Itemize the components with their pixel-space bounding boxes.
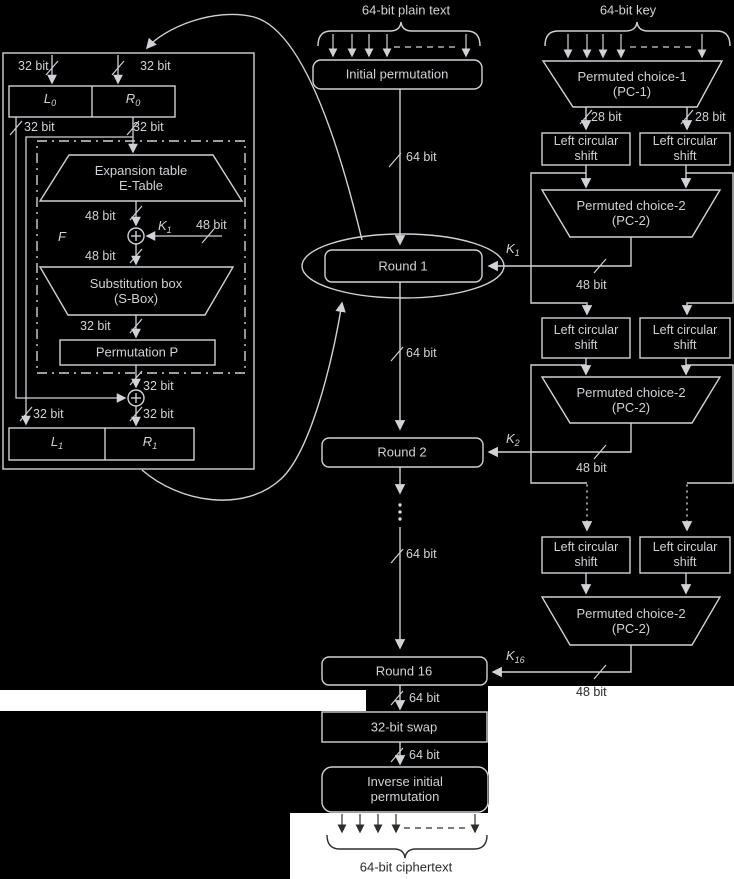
background-patch-bottom: [290, 813, 488, 879]
detail-panel-border: [2, 52, 255, 470]
round16-label: Round 16: [375, 663, 433, 679]
permutation-p-label: Permutation P: [95, 344, 179, 360]
bit64-label: 64 bit: [409, 691, 440, 705]
bit32-label: 32 bit: [140, 59, 171, 73]
bit32-label: 32 bit: [80, 319, 111, 333]
bypass-right-2: [686, 364, 734, 484]
shift1-right-box: [639, 132, 731, 166]
bit64-label: 64 bit: [406, 346, 437, 360]
ciphertext-brace: [326, 834, 488, 859]
key-arrow-fan: [563, 34, 707, 59]
pc2-shape-2: [540, 376, 722, 424]
plaintext-label: 64-bit plain text: [361, 2, 451, 18]
round2-label: Round 2: [377, 444, 427, 460]
swap-box: [321, 711, 488, 743]
bit64-label: 64 bit: [406, 150, 437, 164]
s-box-shape: [38, 266, 235, 316]
pc2-label-2: Permuted choice-2(PC-2): [576, 385, 686, 415]
round2-box: [321, 437, 484, 468]
bit48-label: 48 bit: [196, 218, 227, 232]
bit48-label: 48 bit: [85, 209, 116, 223]
k2-line: [487, 423, 632, 458]
bit32-label: 32 bit: [143, 407, 174, 421]
background-patch-left: [0, 690, 366, 711]
bit28-label: 28 bit: [591, 110, 622, 124]
k1-label: K1: [158, 218, 172, 235]
bit48-key-label: 48 bit: [576, 278, 607, 292]
round16-box: [321, 656, 488, 686]
r0-label: R0: [125, 91, 141, 108]
main-flow: [312, 21, 489, 859]
l1-label: L1: [50, 434, 64, 451]
background-patch-right: [488, 686, 734, 879]
bit64-label: 64 bit: [406, 547, 437, 561]
pc2-shape-3: [540, 596, 722, 646]
l1-r1-register: [8, 427, 195, 461]
bit48-label: 48 bit: [85, 249, 116, 263]
round1-box: [324, 249, 483, 283]
bypass-left-1: [530, 172, 593, 316]
round1-label: Round 1: [378, 258, 428, 274]
bit32-label: 32 bit: [143, 379, 174, 393]
pc2-label-3: Permuted choice-2(PC-2): [576, 606, 686, 636]
r1-label: R1: [142, 434, 158, 451]
bypass-left-2: [530, 364, 587, 484]
k1-key-label: K1: [506, 241, 520, 258]
ciphertext-arrow-fan: [337, 814, 480, 834]
round-detail-panel: [2, 52, 255, 470]
inverse-ip-box: [321, 766, 489, 813]
key-schedule: [487, 21, 734, 680]
main-flow-ticks: [388, 152, 404, 763]
pc1-shape: [541, 60, 724, 108]
callout-curve-top: [145, 13, 363, 241]
bus-width-ticks: [9, 60, 215, 422]
key-label: 64-bit key: [599, 2, 657, 18]
bypass-right-1: [681, 172, 734, 316]
f-label: F: [58, 229, 66, 244]
l0-label: L0: [43, 91, 57, 108]
key-schedule-ticks: [579, 109, 694, 680]
s-box-label: Substitution box(S-Box): [89, 276, 183, 306]
plaintext-arrow-fan: [328, 34, 471, 58]
bit64-label: 64 bit: [409, 748, 440, 762]
xor-key-icon: [127, 227, 145, 245]
bit28-label: 28 bit: [695, 110, 726, 124]
swap-label: 32-bit swap: [370, 719, 438, 735]
bit32-label: 32 bit: [24, 120, 55, 134]
key-brace: [544, 21, 731, 47]
bit32-label: 32 bit: [33, 407, 64, 421]
initial-permutation-box: [312, 59, 483, 90]
bit32-label: 32 bit: [18, 59, 49, 73]
expansion-table-shape: [38, 154, 244, 202]
pc1-label: Permuted choice-1(PC-1): [577, 69, 687, 99]
bit32-label: 32 bit: [133, 120, 164, 134]
initial-permutation-label: Initial permutation: [345, 66, 449, 82]
bit48-key-label: 48 bit: [576, 685, 607, 699]
ciphertext-label: 64-bit ciphertext: [359, 859, 453, 875]
xor-output-icon: [127, 389, 145, 407]
pc2-label-1: Permuted choice-2(PC-2): [576, 198, 686, 228]
permutation-p-box: [59, 339, 216, 366]
round1-callout: [141, 13, 505, 501]
pc2-shape-1: [540, 189, 722, 238]
bit48-key-label: 48 bit: [576, 461, 607, 475]
callout-curve-bottom: [141, 301, 346, 501]
k1-line: [487, 237, 632, 272]
rounds-ellipsis-dots: [398, 503, 402, 521]
shift3-right-box: [639, 536, 731, 574]
plaintext-brace: [317, 21, 481, 47]
k16-key-label: K16: [506, 648, 525, 665]
k16-line: [491, 645, 632, 678]
k2-key-label: K2: [506, 431, 520, 448]
shift2-right-box: [639, 317, 731, 359]
